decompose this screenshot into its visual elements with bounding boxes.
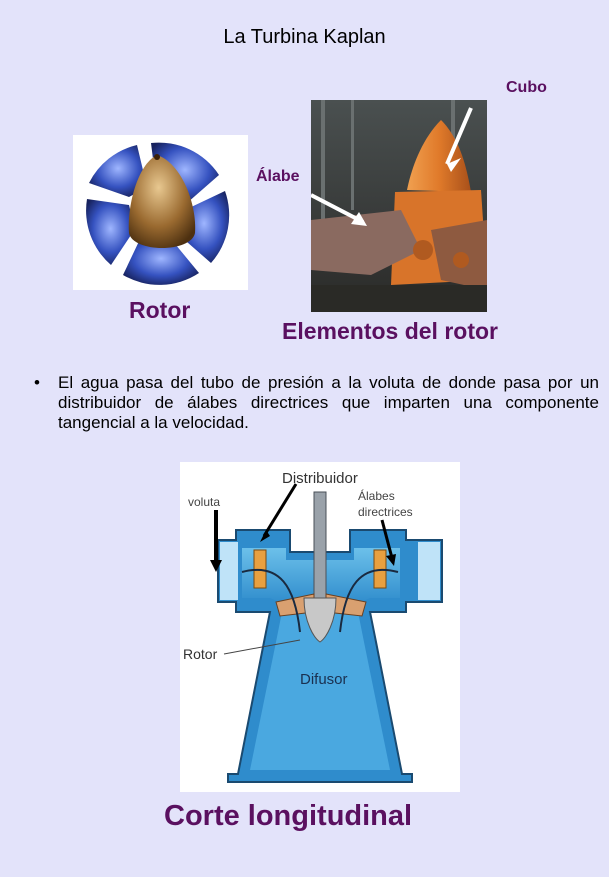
voluta-label: voluta bbox=[188, 495, 220, 509]
body-paragraph: El agua pasa del tubo de presión a la vo… bbox=[58, 373, 599, 432]
bullet-icon: • bbox=[34, 373, 40, 392]
diagram-caption: Corte longitudinal bbox=[164, 800, 413, 832]
longitudinal-section-diagram: Distribuidor voluta Álabes directrices R… bbox=[180, 462, 460, 792]
page-title: La Turbina Kaplan bbox=[223, 26, 386, 48]
difusor-label: Difusor bbox=[300, 671, 348, 688]
rotor-caption: Rotor bbox=[129, 297, 191, 323]
elements-caption: Elementos del rotor bbox=[282, 318, 498, 344]
distribuidor-label: Distribuidor bbox=[282, 470, 358, 487]
rotor-image bbox=[73, 135, 248, 290]
alabes-label-line1: Álabes bbox=[358, 488, 395, 503]
rotor-diagram-label: Rotor bbox=[183, 646, 218, 662]
rotor-elements-image bbox=[311, 100, 487, 312]
alabes-label-line2: directrices bbox=[358, 505, 413, 519]
cubo-label: Cubo bbox=[506, 79, 547, 96]
alabe-label: Álabe bbox=[256, 168, 300, 185]
